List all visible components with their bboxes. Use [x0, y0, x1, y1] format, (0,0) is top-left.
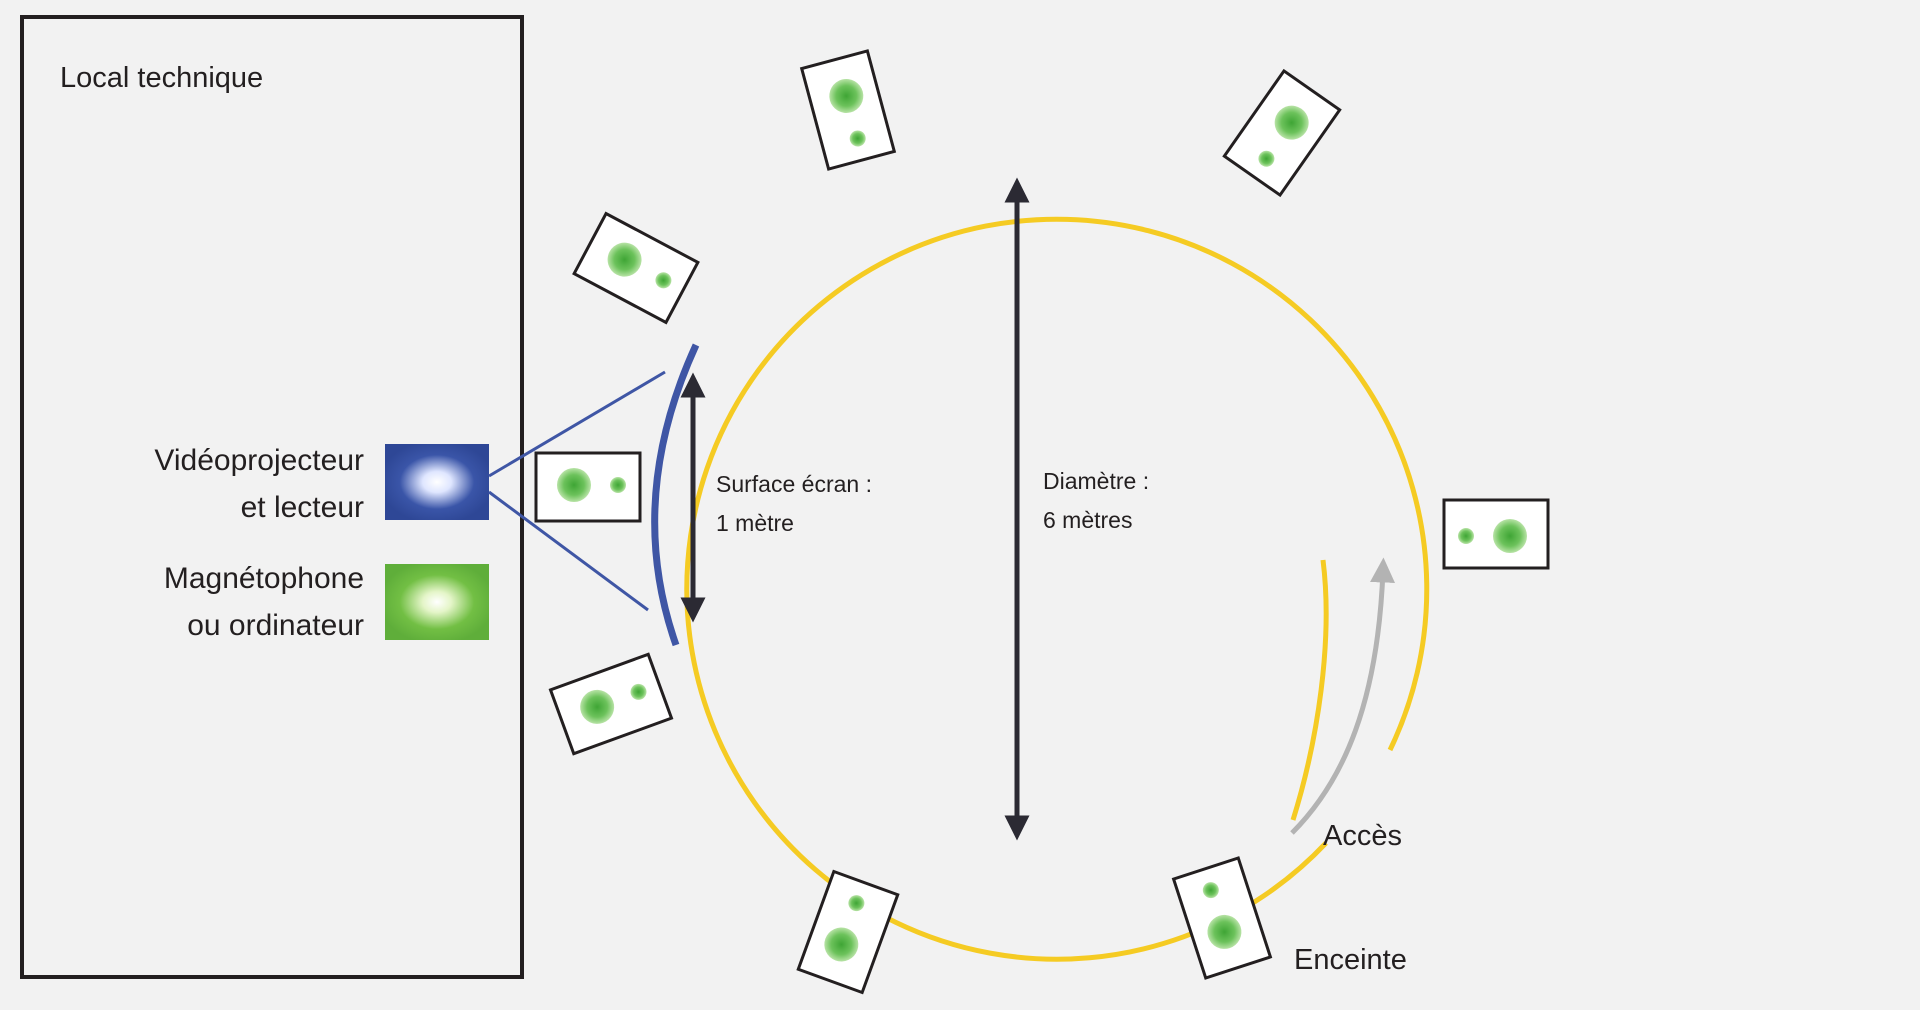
speaker-icon — [800, 49, 896, 171]
projector-light-icon — [385, 444, 489, 520]
videoprojecteur-label-line2: et lecteur — [240, 491, 364, 524]
speaker-icon — [1222, 69, 1342, 197]
magnetophone-label-line2: ou ordinateur — [187, 609, 364, 642]
recorder-light-icon — [385, 564, 489, 640]
diametre-label-line1: Diamètre : — [1043, 468, 1150, 494]
enceinte-label: Enceinte — [1294, 944, 1407, 976]
speaker-icon — [572, 212, 700, 324]
speaker-icon — [549, 652, 673, 756]
entry-inner-wall — [1290, 559, 1329, 821]
access-arrow-icon — [1290, 557, 1396, 835]
videoprojecteur-label-line1: Vidéoprojecteur — [154, 444, 364, 477]
magnetophone-label-line1: Magnétophone — [163, 562, 364, 595]
acces-label: Accès — [1323, 820, 1402, 852]
projection-beam-bottom — [488, 490, 649, 612]
speaker-icon — [1442, 498, 1550, 570]
speaker-icon — [534, 451, 642, 523]
surface-label-line2: 1 mètre — [716, 510, 794, 536]
screen-circle — [684, 216, 1430, 962]
speaker-icon — [1172, 856, 1272, 980]
screen-surface-arc — [651, 343, 700, 647]
projection-beam-top — [488, 370, 666, 478]
speaker-icon — [796, 870, 900, 994]
surface-label-line1: Surface écran : — [716, 471, 872, 497]
local-technique-label: Local technique — [60, 62, 264, 94]
diametre-label-line2: 6 mètres — [1043, 507, 1133, 533]
